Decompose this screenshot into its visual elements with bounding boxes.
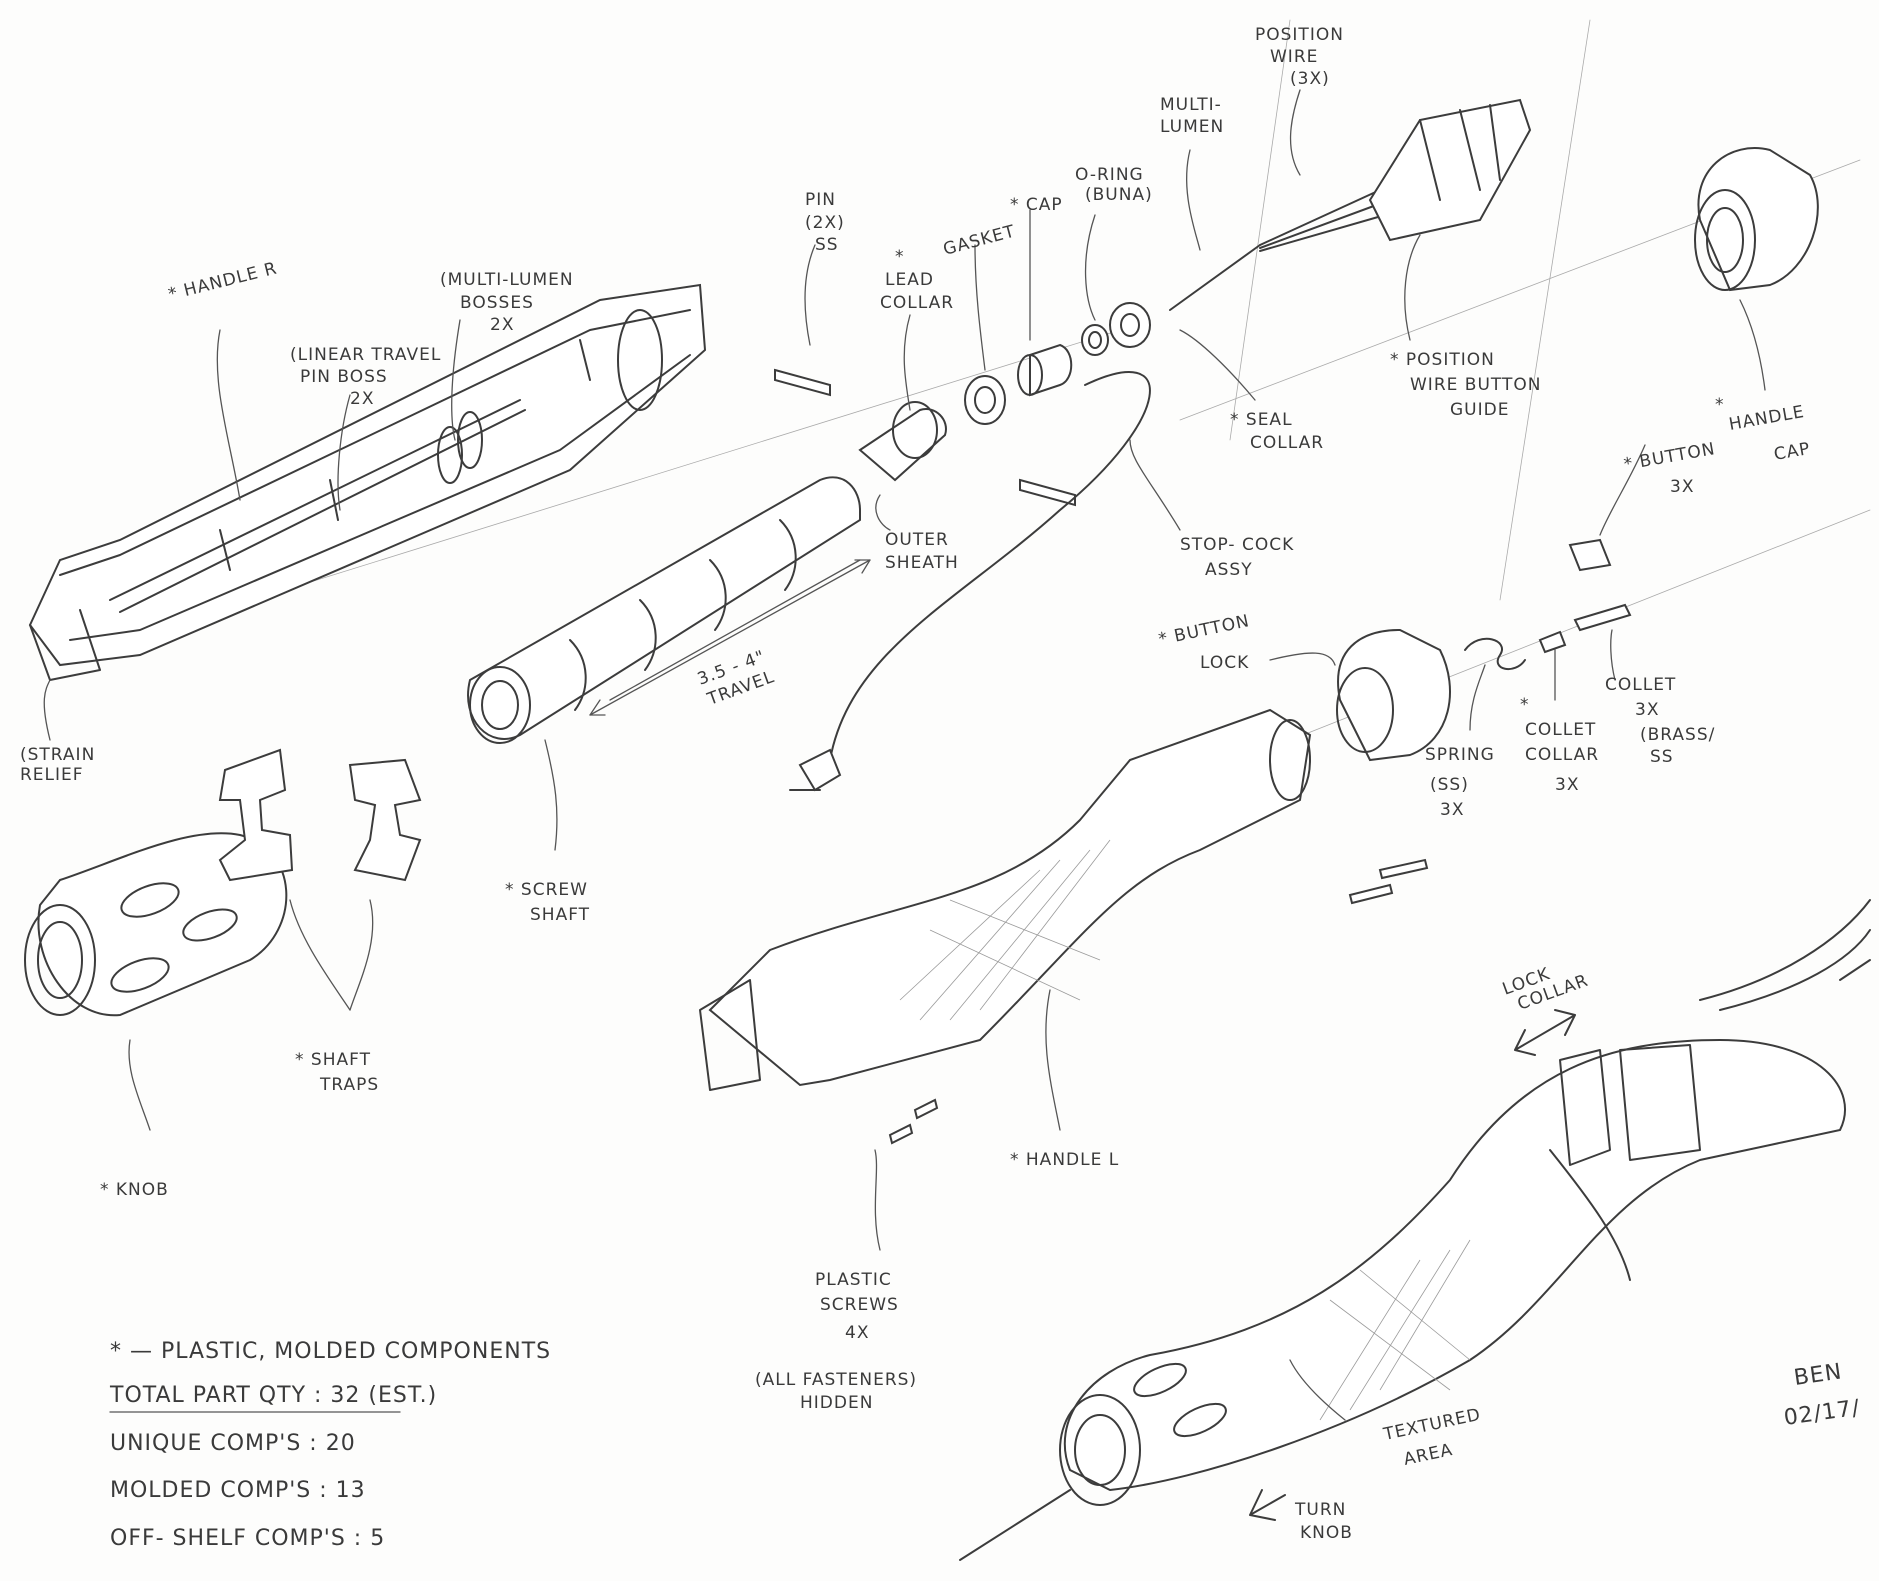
label-turn-knob-1: TURN xyxy=(1294,1500,1346,1520)
assembled-handle xyxy=(959,899,1871,1561)
turn-knob-arrow xyxy=(1249,1489,1286,1521)
label-pin-1: PIN xyxy=(805,190,836,210)
shaft-traps-part xyxy=(218,748,422,882)
label-pin-3: SS xyxy=(815,235,839,255)
label-textured-area-1: TEXTURED xyxy=(1381,1405,1483,1445)
plastic-screws xyxy=(888,858,1429,1145)
button-spring-collet xyxy=(1464,538,1632,670)
label-position-wire-1: POSITION xyxy=(1255,25,1344,45)
handle-cap-part xyxy=(1694,147,1819,292)
label-strain-relief-2: RELIEF xyxy=(20,765,84,785)
label-collet-1: COLLET xyxy=(1605,675,1676,695)
label-position-wire-2: WIRE xyxy=(1270,47,1318,67)
handle-l-hatching xyxy=(899,839,1111,1021)
label-linear-travel-1: (LINEAR TRAVEL xyxy=(290,345,441,365)
label-button-lock-1: * BUTTON xyxy=(1157,611,1252,650)
label-collet-collar-2: COLLET xyxy=(1525,720,1596,740)
signature-date: 02/17/ xyxy=(1782,1395,1862,1430)
label-collet-collar-1: * xyxy=(1520,695,1530,715)
label-outer-sheath-1: OUTER xyxy=(885,530,949,550)
label-multi-lumen-bosses-1: (MULTI-LUMEN xyxy=(440,270,574,290)
position-wire-button-guide-part xyxy=(1368,98,1532,242)
note-unique-comps: UNIQUE COMP'S : 20 xyxy=(110,1431,356,1456)
label-plastic-screws-5: HIDDEN xyxy=(800,1393,873,1413)
handle-r-part xyxy=(28,283,707,681)
lock-collar-arrow xyxy=(1514,1009,1576,1056)
note-molded-comps: MOLDED COMP'S : 13 xyxy=(110,1478,366,1503)
label-outer-sheath-2: SHEATH xyxy=(885,553,959,573)
label-spring-3: 3X xyxy=(1440,800,1464,820)
label-screw-shaft-2: SHAFT xyxy=(530,905,590,925)
label-collet-4: SS xyxy=(1650,747,1674,767)
screw-shaft-part xyxy=(467,476,861,744)
label-plastic-screws-4: (ALL FASTENERS) xyxy=(755,1370,917,1390)
label-handle-cap-1: * xyxy=(1715,395,1725,415)
label-spring-1: SPRING xyxy=(1425,745,1495,765)
label-collet-2: 3X xyxy=(1635,700,1659,720)
label-handle-l: * HANDLE L xyxy=(1010,1150,1119,1170)
label-textured-area-2: AREA xyxy=(1402,1440,1455,1470)
label-cap: * CAP xyxy=(1010,195,1063,215)
label-linear-travel-3: 2X xyxy=(350,389,374,409)
signature-name: BEN xyxy=(1792,1359,1843,1391)
label-spring-2: (SS) xyxy=(1430,775,1469,795)
label-button-1: * BUTTON xyxy=(1622,439,1717,475)
assembled-handle-hatching xyxy=(1319,1239,1471,1421)
label-knob: * KNOB xyxy=(100,1180,169,1200)
label-plastic-screws-1: PLASTIC xyxy=(815,1270,892,1290)
label-button-2: 3X xyxy=(1670,477,1694,497)
label-button-lock-2: LOCK xyxy=(1200,653,1249,673)
label-seal-collar-2: COLLAR xyxy=(1250,433,1324,453)
label-position-wire-3: (3X) xyxy=(1290,69,1330,89)
label-turn-knob-2: KNOB xyxy=(1300,1523,1353,1543)
label-handle-r: * HANDLE R xyxy=(166,258,279,304)
construction-lines xyxy=(59,19,1871,761)
label-linear-travel-2: PIN BOSS xyxy=(300,367,388,387)
signature: BEN 02/17/ xyxy=(1782,1359,1862,1431)
label-lead-collar-3: COLLAR xyxy=(880,293,954,313)
label-lead-collar-2: LEAD xyxy=(885,270,934,290)
label-shaft-traps-1: * SHAFT xyxy=(295,1050,371,1070)
label-pin-2: (2X) xyxy=(805,213,845,233)
label-position-wire-button-guide-1: * POSITION xyxy=(1390,350,1495,370)
knob-part xyxy=(24,832,288,1017)
multi-lumen-wires xyxy=(1169,189,1391,311)
label-position-wire-button-guide-3: GUIDE xyxy=(1450,400,1509,420)
label-shaft-traps-2: TRAPS xyxy=(319,1075,379,1095)
note-off-shelf-comps: OFF- SHELF COMP'S : 5 xyxy=(110,1526,385,1551)
label-strain-relief-1: (STRAIN xyxy=(20,745,95,765)
label-seal-collar-1: * SEAL xyxy=(1230,410,1293,430)
label-multi-lumen-bosses-2: BOSSES xyxy=(460,293,534,313)
label-multi-lumen-1: MULTI- xyxy=(1160,95,1222,115)
label-gasket: GASKET xyxy=(941,221,1018,259)
label-handle-cap-3: CAP xyxy=(1772,439,1812,465)
handle-l-part xyxy=(699,708,1312,1091)
label-collet-collar-4: 3X xyxy=(1555,775,1579,795)
callout-labels: * HANDLE R (MULTI-LUMEN BOSSES 2X (LINEA… xyxy=(20,25,1812,1543)
label-multi-lumen-bosses-3: 2X xyxy=(490,315,514,335)
front-fittings xyxy=(774,302,1151,507)
label-o-ring-1: O-RING xyxy=(1075,165,1144,185)
note-legend: * — PLASTIC, MOLDED COMPONENTS xyxy=(110,1339,551,1364)
button-lock-part xyxy=(1336,628,1451,762)
label-screw-shaft-1: * SCREW xyxy=(505,880,588,900)
travel-arrow xyxy=(589,559,871,716)
label-stop-cock-assy-1: STOP- COCK xyxy=(1180,535,1294,555)
label-stop-cock-assy-2: ASSY xyxy=(1205,560,1253,580)
label-handle-cap-2: HANDLE xyxy=(1727,402,1806,435)
label-collet-3: (BRASS/ xyxy=(1640,725,1715,745)
label-position-wire-button-guide-2: WIRE BUTTON xyxy=(1410,375,1541,395)
stop-cock-assy-part xyxy=(789,371,1151,792)
notes-block: * — PLASTIC, MOLDED COMPONENTS TOTAL PAR… xyxy=(109,1339,551,1551)
label-o-ring-2: (BUNA) xyxy=(1085,185,1153,205)
leader-lines xyxy=(43,89,1766,1421)
label-collet-collar-3: COLLAR xyxy=(1525,745,1599,765)
label-lead-collar-1: * xyxy=(895,247,905,267)
note-total-part-qty: TOTAL PART QTY : 32 (EST.) xyxy=(109,1383,437,1408)
label-multi-lumen-2: LUMEN xyxy=(1160,117,1224,137)
label-plastic-screws-3: 4X xyxy=(845,1323,869,1343)
label-plastic-screws-2: SCREWS xyxy=(820,1295,899,1315)
